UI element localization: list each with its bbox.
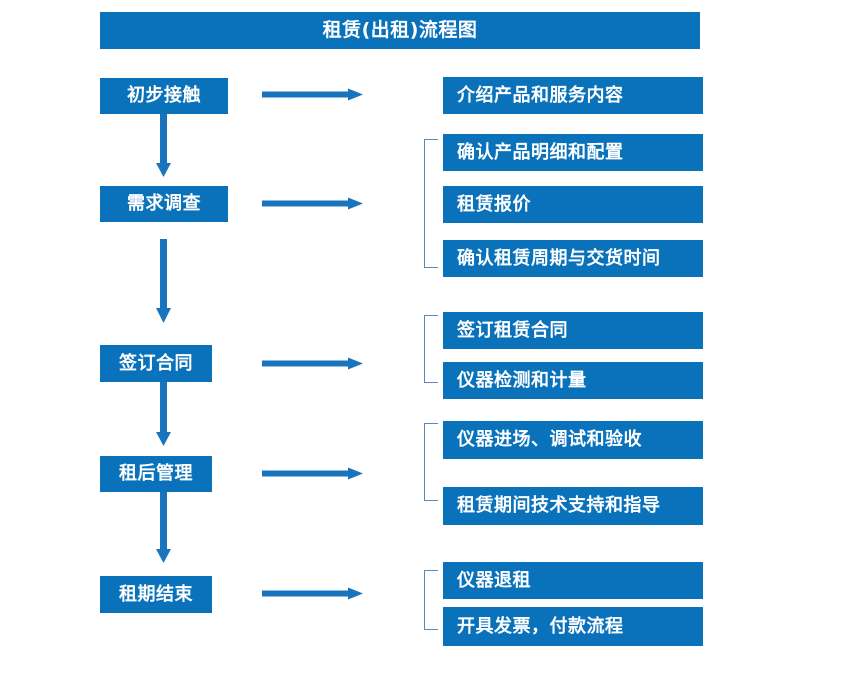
stage-label-2: 需求调查 xyxy=(127,193,201,214)
detail-label-6: 仪器检测和计量 xyxy=(457,369,587,391)
detail-box-6[interactable]: 仪器检测和计量 xyxy=(443,362,703,399)
detail-box-2[interactable]: 确认产品明细和配置 xyxy=(443,134,703,171)
vertical-arrow-3 xyxy=(155,381,172,447)
horizontal-arrow-3 xyxy=(262,356,364,372)
vertical-arrow-4 xyxy=(155,492,172,564)
detail-box-10[interactable]: 开具发票，付款流程 xyxy=(443,607,703,646)
stage-box-2[interactable]: 需求调查 xyxy=(100,186,228,222)
horizontal-arrow-1 xyxy=(262,87,364,103)
vertical-arrow-2 xyxy=(155,239,172,324)
detail-box-4[interactable]: 确认租赁周期与交货时间 xyxy=(443,240,703,277)
stage-label-3: 签订合同 xyxy=(119,352,193,374)
stage-box-4[interactable]: 租后管理 xyxy=(100,456,212,492)
detail-box-5[interactable]: 签订租赁合同 xyxy=(443,312,703,349)
detail-label-9: 仪器退租 xyxy=(457,569,531,591)
detail-box-9[interactable]: 仪器退租 xyxy=(443,562,703,599)
detail-label-3: 租赁报价 xyxy=(457,193,531,215)
detail-label-4: 确认租赁周期与交货时间 xyxy=(457,247,661,269)
stage-box-3[interactable]: 签订合同 xyxy=(100,345,212,382)
horizontal-arrow-4 xyxy=(262,466,364,482)
stage-label-1: 初步接触 xyxy=(127,85,201,106)
detail-label-10: 开具发票，付款流程 xyxy=(457,615,624,637)
detail-box-8[interactable]: 租赁期间技术支持和指导 xyxy=(443,487,703,525)
stage-label-5: 租期结束 xyxy=(119,583,193,605)
horizontal-arrow-5 xyxy=(262,586,364,602)
stage-label-4: 租后管理 xyxy=(119,463,193,484)
group-bracket-4 xyxy=(424,570,438,630)
stage-box-5[interactable]: 租期结束 xyxy=(100,576,212,613)
group-bracket-3 xyxy=(424,423,438,501)
detail-label-1: 介绍产品和服务内容 xyxy=(457,84,624,106)
flowchart-title-bar: 租赁(出租)流程图 xyxy=(100,12,700,49)
page-title: 租赁(出租)流程图 xyxy=(322,19,478,41)
detail-label-2: 确认产品明细和配置 xyxy=(457,141,624,163)
detail-label-7: 仪器进场、调试和验收 xyxy=(457,429,642,450)
horizontal-arrow-2 xyxy=(262,196,364,212)
group-bracket-1 xyxy=(424,139,438,268)
detail-label-5: 签订租赁合同 xyxy=(457,319,568,341)
detail-box-3[interactable]: 租赁报价 xyxy=(443,186,703,223)
vertical-arrow-1 xyxy=(155,113,172,178)
detail-box-7[interactable]: 仪器进场、调试和验收 xyxy=(443,421,703,459)
stage-box-1[interactable]: 初步接触 xyxy=(100,78,228,114)
group-bracket-2 xyxy=(424,315,438,383)
detail-box-1[interactable]: 介绍产品和服务内容 xyxy=(443,77,703,114)
detail-label-8: 租赁期间技术支持和指导 xyxy=(457,495,661,516)
